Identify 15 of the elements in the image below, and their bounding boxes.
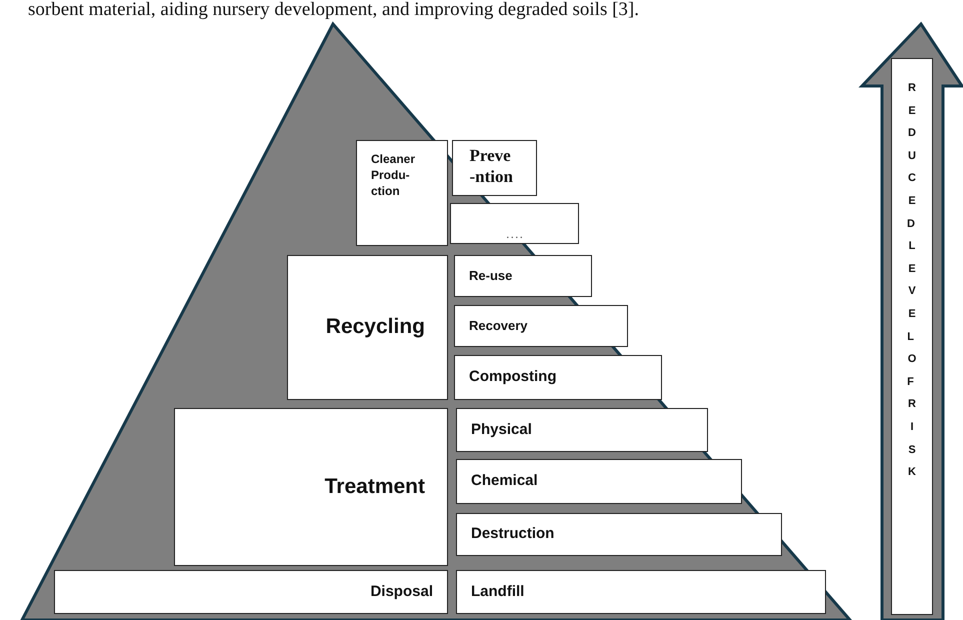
hierarchy-box: Physical	[456, 408, 708, 452]
tier-label: Treatment	[174, 408, 448, 566]
tier-label: Recycling	[287, 255, 448, 400]
body-text: sorbent material, aiding nursery development, and improving degraded soils [3].	[28, 0, 640, 20]
hierarchy-box: Re-use	[454, 255, 592, 297]
hierarchy-box: Landfill	[456, 570, 826, 614]
hierarchy-box: . . . .	[450, 203, 579, 244]
hierarchy-box: Recovery	[454, 305, 628, 347]
hierarchy-box: Composting	[454, 355, 662, 400]
hierarchy-box: Preve -ntion	[452, 140, 537, 196]
tier-label: Disposal	[54, 570, 448, 614]
hierarchy-box: Chemical	[456, 459, 742, 504]
hierarchy-box: Destruction	[456, 513, 782, 556]
hierarchy-box: Cleaner Produ- ction	[356, 140, 448, 246]
risk-label-box: REDUCED LEVEL OF RISK	[891, 58, 933, 615]
